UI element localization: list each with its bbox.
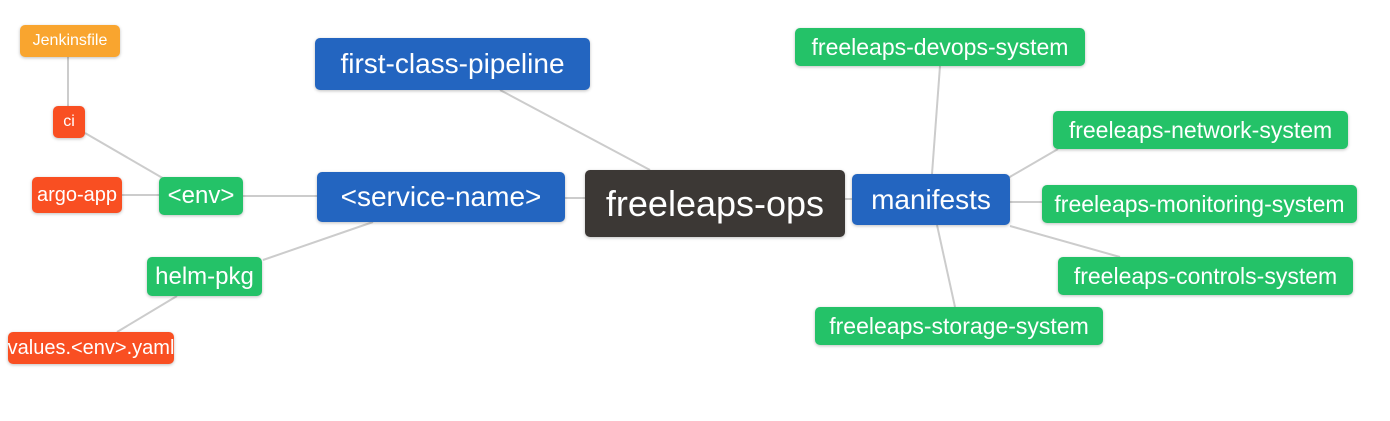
node-label: freeleaps-controls-system (1073, 262, 1338, 289)
node-label: Jenkinsfile (32, 32, 108, 49)
edge-helm-pkg-to-service-name (262, 221, 374, 261)
node-argo-app[interactable]: argo-app (32, 177, 122, 213)
node-label: freeleaps-storage-system (829, 312, 1089, 339)
node-env[interactable]: <env> (159, 177, 243, 215)
node-devops-system[interactable]: freeleaps-devops-system (795, 28, 1085, 66)
node-label: manifests (871, 183, 991, 215)
edge-manifests-to-devops-system (931, 65, 941, 175)
node-freeleaps-ops[interactable]: freeleaps-ops (585, 170, 845, 237)
node-helm-pkg[interactable]: helm-pkg (147, 257, 262, 296)
node-monitoring-system[interactable]: freeleaps-monitoring-system (1042, 185, 1357, 223)
edge-values-env-yaml-to-helm-pkg (116, 295, 178, 333)
node-label: values.<env>.yaml (7, 337, 175, 359)
node-label: argo-app (36, 184, 118, 206)
node-label: helm-pkg (155, 262, 254, 290)
node-first-class-pipeline[interactable]: first-class-pipeline (315, 38, 590, 90)
node-service-name[interactable]: <service-name> (317, 172, 565, 222)
node-label: first-class-pipeline (340, 48, 565, 79)
node-label: freeleaps-network-system (1068, 116, 1333, 143)
node-controls-system[interactable]: freeleaps-controls-system (1058, 257, 1353, 295)
node-manifests[interactable]: manifests (852, 174, 1010, 225)
edge-first-class-pipeline-to-freeleaps-ops (499, 89, 651, 171)
node-label: freeleaps-monitoring-system (1054, 190, 1345, 217)
node-network-system[interactable]: freeleaps-network-system (1053, 111, 1348, 149)
node-label: ci (63, 113, 75, 130)
node-label: <service-name> (340, 181, 542, 212)
node-label: <env> (167, 182, 235, 209)
node-label: freeleaps-ops (605, 182, 825, 224)
edge-ci-to-env (84, 132, 167, 181)
edge-manifests-to-network-system (1007, 148, 1059, 179)
node-jenkinsfile[interactable]: Jenkinsfile (20, 25, 120, 57)
edge-manifests-to-storage-system (936, 224, 956, 308)
node-ci[interactable]: ci (53, 106, 85, 138)
node-storage-system[interactable]: freeleaps-storage-system (815, 307, 1103, 345)
node-values-env-yaml[interactable]: values.<env>.yaml (8, 332, 174, 364)
edge-manifests-to-controls-system (1009, 225, 1121, 258)
node-label: freeleaps-devops-system (811, 33, 1069, 60)
